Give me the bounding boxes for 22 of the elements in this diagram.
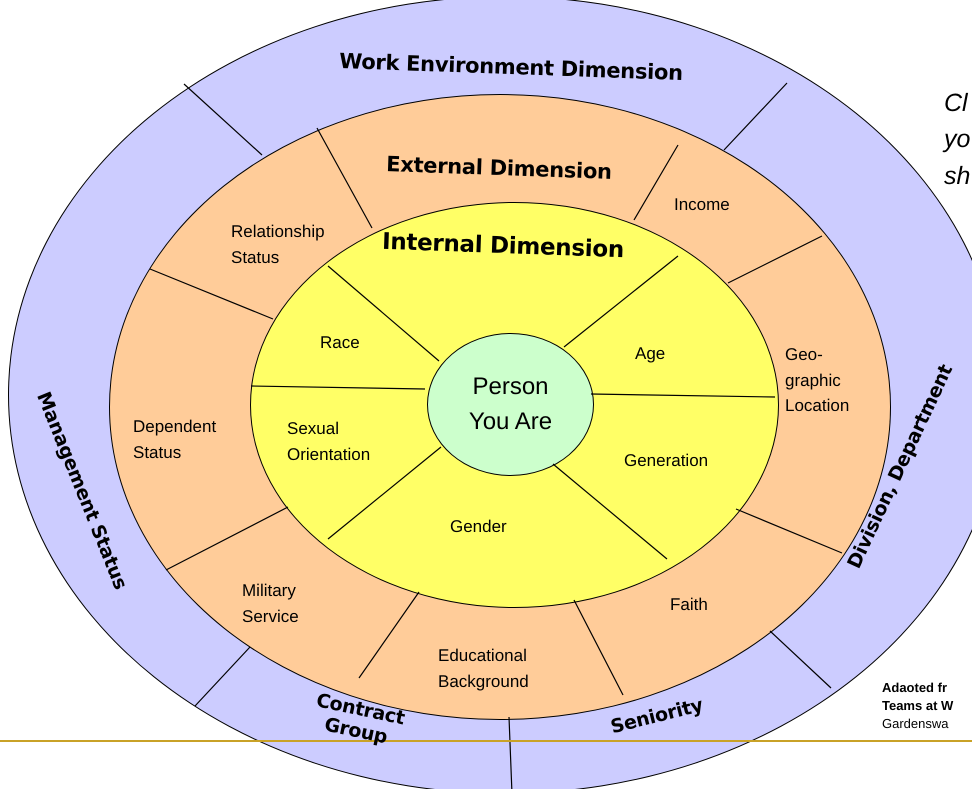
segment-label: Faith	[670, 595, 730, 615]
outer-ring	[8, 0, 972, 789]
dimension-label: Seniority	[608, 695, 706, 739]
segment-label: Income	[674, 195, 754, 215]
ring-heading: External Dimension	[386, 152, 612, 184]
segment-label: Educational Background	[438, 643, 578, 694]
segment-label: Geo- graphic Location	[785, 342, 857, 418]
center-label: Person You Are	[468, 372, 554, 436]
source-author: Gardenswa	[882, 715, 950, 733]
segment-label: Race	[320, 330, 380, 356]
ring-heading: Internal Dimension	[382, 228, 624, 264]
segment-label: Generation	[624, 448, 734, 474]
segment-label: Dependent Status	[133, 414, 248, 465]
ring-heading: Work Environment Dimension	[338, 49, 684, 85]
note-text: Cl yo sh	[944, 88, 972, 192]
segment-label: Relationship Status	[231, 219, 366, 270]
source-note: Adaoted fr Teams at W	[882, 679, 954, 714]
segment-label: Gender	[450, 514, 520, 540]
segment-label: Military Service	[242, 578, 337, 629]
dimension-label: Contract Group	[294, 687, 422, 755]
segment-label: Sexual Orientation	[287, 416, 407, 467]
segment-label: Age	[635, 341, 685, 366]
